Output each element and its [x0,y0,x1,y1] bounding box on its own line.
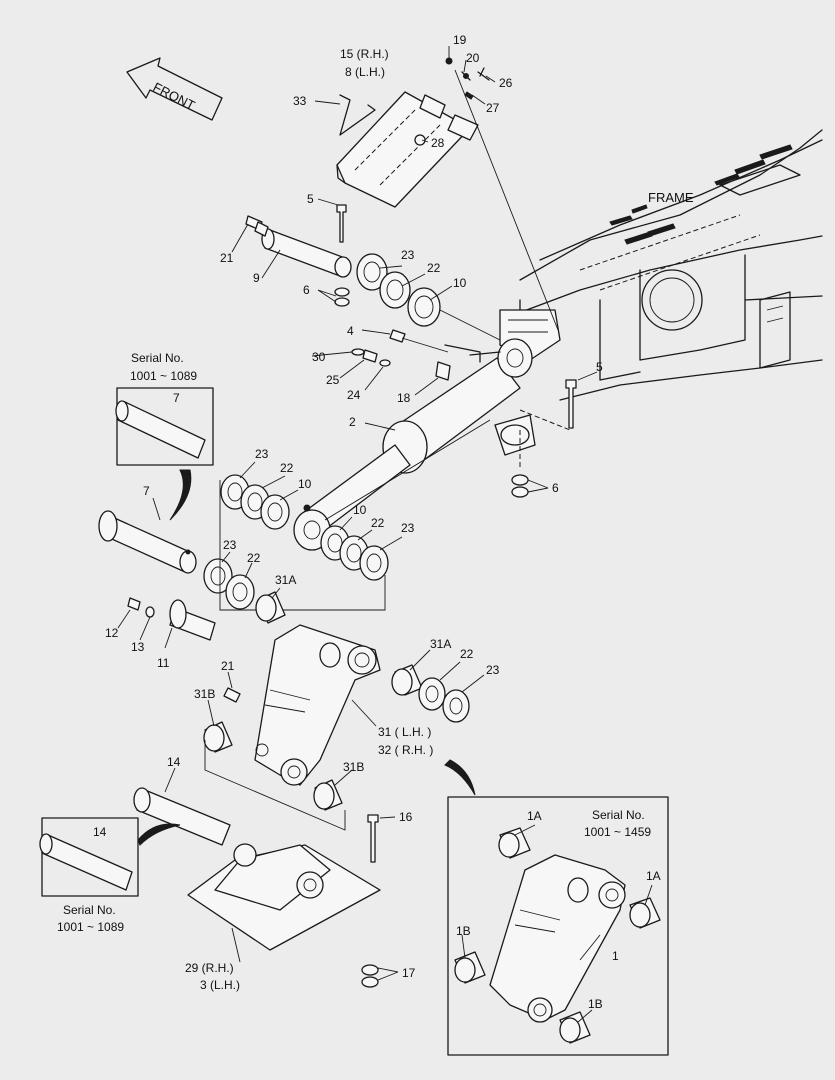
callout-29: 29 (R.H.) [185,961,234,975]
serial-box-link1 [444,759,669,1056]
callout-23-right: 23 [486,663,500,677]
callout-26: 26 [499,76,513,90]
serial-title-pin14: Serial No. [63,903,116,917]
callout-23-low: 23 [223,538,237,552]
serial-range-pin14: 1001 ~ 1089 [57,920,124,934]
callout-31B-right: 31B [343,760,364,774]
callout-1A-right: 1A [646,869,661,883]
link-31-32 [223,624,381,786]
callout-6-right: 6 [552,481,559,495]
callout-15: 15 (R.H.) [340,47,389,61]
callout-18: 18 [397,391,411,405]
callout-31A-right: 31A [430,637,451,651]
callout-1A-top: 1A [527,809,542,823]
callout-28: 28 [431,136,445,150]
callout-14-inset: 14 [93,825,107,839]
callout-9: 9 [253,271,260,285]
inset-link-1 [454,827,661,1044]
callout-16: 16 [399,810,413,824]
callout-22-left: 22 [280,461,294,475]
callout-3: 3 (L.H.) [200,978,240,992]
callout-1B-bottom: 1B [588,997,603,1011]
callout-1B-left: 1B [456,924,471,938]
callout-22-top: 22 [427,261,441,275]
lower-bracket [133,787,381,988]
callout-20: 20 [466,51,480,65]
callout-10-top: 10 [453,276,467,290]
washer-sets [203,474,389,611]
grease-fittings [351,329,481,381]
callout-30: 30 [312,350,326,364]
callout-7-inset: 7 [173,391,180,405]
callout-31A-left: 31A [275,573,296,587]
callout-labels: 19 20 26 27 15 (R.H.) 8 (L.H.) 33 28 5 2… [57,33,661,1011]
callout-23-top: 23 [401,248,415,262]
pin-7 [98,510,197,574]
link-bushings [127,591,470,723]
frame-label: FRAME [648,190,694,205]
callout-24: 24 [347,388,361,402]
callout-22-right: 22 [460,647,474,661]
callout-31B-left: 31B [194,687,215,701]
callout-22-mid: 22 [371,516,385,530]
callout-19: 19 [453,33,467,47]
callout-8: 8 (L.H.) [345,65,385,79]
upper-pin-assembly [245,204,501,341]
callout-17: 17 [402,966,416,980]
frame: FRAME [494,129,823,456]
front-label: FRONT [151,79,198,113]
front-direction-arrow: FRONT [126,57,223,121]
cover-plate [336,91,479,208]
leader-lines [117,46,653,1023]
callout-4: 4 [347,324,354,338]
serial-title-link1: Serial No. [592,808,645,822]
callout-2: 2 [349,415,356,429]
callout-32: 32 ( R.H. ) [378,743,433,757]
callout-21-low: 21 [221,659,235,673]
right-bolt-assembly [511,379,577,498]
callout-10-mid: 10 [353,503,367,517]
callout-11: 11 [157,656,170,670]
serial-box-pin7 [115,387,214,521]
hydraulic-cylinder [293,338,533,551]
callout-23-mid: 23 [401,521,415,535]
callout-25: 25 [326,373,340,387]
serial-range-pin7: 1001 ~ 1089 [130,369,197,383]
callout-31: 31 ( L.H. ) [378,725,431,739]
callout-12: 12 [105,626,119,640]
serial-title-pin7: Serial No. [131,351,184,365]
cover-hardware [445,57,559,331]
callout-7: 7 [143,484,150,498]
serial-box-pin14 [39,817,181,897]
callout-23-left: 23 [255,447,269,461]
callout-6-top: 6 [303,283,310,297]
callout-33: 33 [293,94,307,108]
callout-27: 27 [486,101,500,115]
callout-21-top: 21 [220,251,234,265]
callout-5-top: 5 [307,192,314,206]
callout-10-left: 10 [298,477,312,491]
lower-bushings [203,721,346,831]
callout-5-right: 5 [596,360,603,374]
callout-22-low: 22 [247,551,261,565]
serial-range-link1: 1001 ~ 1459 [584,825,651,839]
callout-14: 14 [167,755,181,769]
callout-1: 1 [612,949,619,963]
callout-13: 13 [131,640,145,654]
